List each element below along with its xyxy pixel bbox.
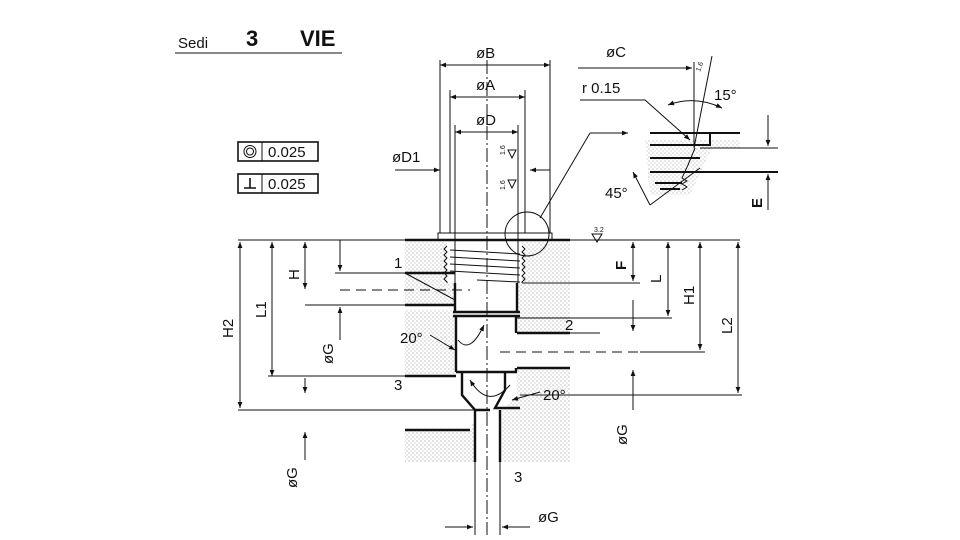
dim-G-left-bottom: øG <box>284 467 301 488</box>
right-dimensions: F L H1 L2 øG 2 20° <box>469 242 742 445</box>
roughness-label: 1.6 <box>500 180 507 190</box>
dim-dD1: øD1 <box>392 149 420 166</box>
dim-L2: L2 <box>719 317 736 334</box>
title-suffix: VIE <box>300 26 335 51</box>
title-block: Sedi 3 VIE <box>175 26 342 54</box>
tolerance-frame-concentricity: 0.025 <box>237 141 319 162</box>
detail-view: øC 1.6 r 0.15 15° 45° E <box>578 44 778 210</box>
dim-angle15: 15° <box>714 87 737 104</box>
concentricity-icon <box>243 145 257 158</box>
tolerance-value: 0.025 <box>268 176 306 193</box>
perpendicularity-icon <box>244 178 256 189</box>
port-3-label: 3 <box>394 377 402 394</box>
dim-angle45: 45° <box>605 185 628 202</box>
dim-radius: r 0.15 <box>582 80 620 97</box>
roughness-label: 1.6 <box>500 145 507 155</box>
dim-dD: øD <box>476 112 496 129</box>
dim-angle20-right: 20° <box>543 387 566 404</box>
dim-dC: øC <box>606 44 626 61</box>
dim-G-right: øG <box>614 424 631 445</box>
dim-F: F <box>613 261 630 270</box>
roughness-icon <box>507 149 517 160</box>
dim-E: E <box>749 198 766 208</box>
dim-G-bottom: øG <box>538 509 559 526</box>
roughness-label: 3.2 <box>594 227 604 234</box>
tolerance-value: 0.025 <box>268 144 306 161</box>
thread <box>443 245 448 283</box>
dim-dB: øB <box>476 45 495 62</box>
dim-L1: L1 <box>253 301 270 318</box>
port-2-label: 2 <box>565 317 573 334</box>
title-count: 3 <box>246 26 258 51</box>
top-dimensions: øB øA øD øD1 1.6 1.6 3.2 <box>392 45 604 243</box>
left-dimensions: H2 L1 H øG øG 1 3 20° <box>220 240 485 488</box>
dim-H2: H2 <box>220 319 237 338</box>
body-outline <box>238 60 740 535</box>
roughness-icon <box>507 179 517 190</box>
detail-circle <box>504 211 550 257</box>
roughness-label: 1.6 <box>695 61 705 73</box>
tolerance-frame-perpendicularity: 0.025 <box>237 173 319 194</box>
dim-H: H <box>286 269 303 280</box>
port-3-bottom-label: 3 <box>514 469 522 486</box>
dim-angle20-left: 20° <box>400 330 423 347</box>
dim-H1: H1 <box>681 286 698 305</box>
dim-G-left: øG <box>320 343 337 364</box>
title-label: Sedi <box>178 35 208 52</box>
roughness-icon <box>591 233 603 243</box>
dim-dA: øA <box>476 77 495 94</box>
bottom-dimensions: øG 3 <box>445 462 559 535</box>
dim-L: L <box>648 275 665 283</box>
port-1-label: 1 <box>394 255 402 272</box>
